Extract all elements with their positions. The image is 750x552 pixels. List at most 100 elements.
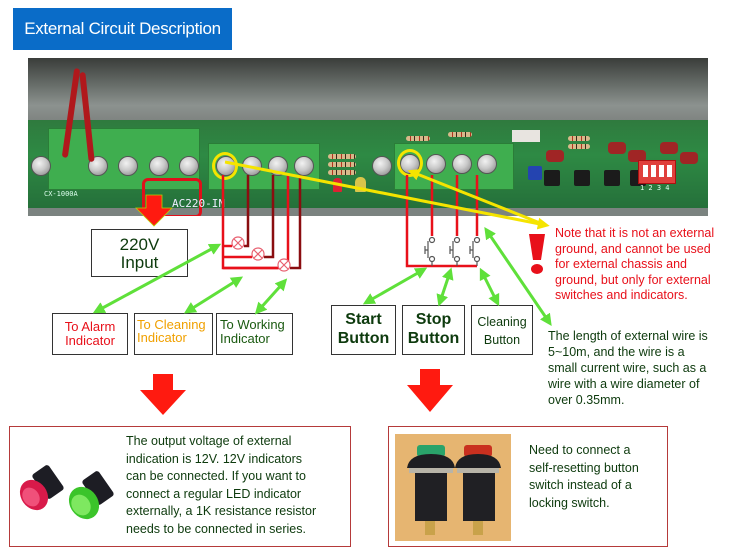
wire-spec-line: over 0.35mm. xyxy=(548,393,625,407)
wire-spec-note: The length of external wire is 5~10m, an… xyxy=(548,328,708,408)
capacitor xyxy=(628,150,646,162)
indicator-info-text: The output voltage of external indicatio… xyxy=(126,433,316,538)
button-info-line: locking switch. xyxy=(529,495,610,510)
terminal-screw xyxy=(242,156,262,176)
indicator-lamps-image xyxy=(19,465,114,520)
indicator-info-line: can be connected. If you want to xyxy=(126,469,306,483)
page-title: External Circuit Description xyxy=(13,8,232,50)
power-input-box: 220V Input xyxy=(91,229,188,277)
green-arrow-start xyxy=(362,267,428,305)
green-push-button xyxy=(407,445,455,535)
indicator-info-line: indication is 12V. 12V indicators xyxy=(126,451,303,466)
resistor xyxy=(328,162,356,167)
mounting-screw xyxy=(31,156,51,176)
cleaning-indicator-label-1: To Cleaning xyxy=(137,317,206,332)
connector-white xyxy=(512,130,540,142)
terminal-screw xyxy=(179,156,199,176)
trimmer-potentiometer xyxy=(528,166,542,180)
start-button-box: Start Button xyxy=(331,305,396,355)
wire-spec-line: small current wire, such as a xyxy=(548,361,707,375)
tact-switch xyxy=(544,170,560,186)
indicator-info-line: needs to be connected in series. xyxy=(126,521,306,536)
indicator-info-line: externally, a 1K resistance resistor xyxy=(126,504,317,518)
terminal-label: AC220-IN xyxy=(172,197,225,210)
cleaning-button-label-2: Button xyxy=(483,333,521,347)
capacitor xyxy=(546,150,564,162)
red-push-button xyxy=(455,445,501,535)
start-button-label-2: Button xyxy=(337,330,390,347)
board-edge xyxy=(28,208,708,216)
working-indicator-label-2: Indicator xyxy=(220,331,270,346)
tact-switch xyxy=(604,170,620,186)
cleaning-indicator-box: To Cleaning Indicator xyxy=(134,313,213,355)
resistor xyxy=(328,154,356,159)
ground-warning-note: Note that it is not an external ground, … xyxy=(555,226,714,304)
dip-switch-numbers: 1 2 3 4 xyxy=(640,184,670,192)
stop-button-label-1: Stop xyxy=(415,311,452,328)
terminal-screw xyxy=(294,156,314,176)
board-model-label: CX-1000A xyxy=(44,190,78,198)
terminal-screw xyxy=(268,156,288,176)
cleaning-button-label-1: Cleaning xyxy=(477,315,527,329)
indicator-info-box: The output voltage of external indicatio… xyxy=(9,426,351,547)
push-switch-symbol-icon xyxy=(424,236,481,263)
ground-warning-line: switches and indicators. xyxy=(555,288,688,302)
common-terminal-ring xyxy=(212,152,238,180)
tact-switch xyxy=(574,170,590,186)
green-arrow-stop xyxy=(436,267,454,307)
green-indicator-lamp xyxy=(68,471,114,520)
terminal-screw xyxy=(452,154,472,174)
green-arrow-cleaning-button xyxy=(479,267,500,307)
capacitor xyxy=(660,142,678,154)
cleaning-indicator-label-2: Indicator xyxy=(137,330,187,345)
capacitor xyxy=(608,142,626,154)
button-info-line: switch instead of a xyxy=(529,478,632,492)
wire-spec-line: 5~10m, and the wire is a xyxy=(548,345,685,359)
red-down-arrow-icon xyxy=(407,369,453,412)
ground-warning-line: ground, but only for external xyxy=(555,272,711,287)
green-arrow-working xyxy=(254,278,288,315)
working-indicator-label-1: To Working xyxy=(220,317,285,332)
wire-spec-line: The length of external wire is xyxy=(548,329,708,343)
led-red xyxy=(333,178,342,192)
terminal-screw xyxy=(118,156,138,176)
indicator-info-line: connect a regular LED indicator xyxy=(126,486,302,501)
cleaning-button-box: Cleaning Button xyxy=(471,305,533,355)
push-buttons-image xyxy=(395,434,511,541)
resistor xyxy=(448,132,472,137)
working-indicator-box: To Working Indicator xyxy=(216,313,293,355)
resistor xyxy=(328,170,356,175)
indicator-info-line: The output voltage of external xyxy=(126,434,292,448)
mounting-screw xyxy=(372,156,392,176)
green-arrow-cleaning xyxy=(183,276,244,314)
resistor xyxy=(406,136,430,141)
dip-switch xyxy=(638,160,676,184)
alarm-indicator-label-2: Indicator xyxy=(65,333,115,348)
led-yellow xyxy=(355,177,366,192)
ground-warning-line: for external chassis and xyxy=(555,257,688,271)
circuit-board-photo: CX-1000A AC220-IN 1 2 3 4 xyxy=(28,58,708,216)
red-down-arrow-icon xyxy=(140,374,186,415)
alarm-indicator-label-1: To Alarm xyxy=(64,319,116,334)
resistor xyxy=(568,144,590,149)
button-info-text: Need to connect a self-resetting button … xyxy=(529,442,639,512)
power-input-label-1: 220V xyxy=(119,235,160,254)
switch-leads xyxy=(431,262,478,266)
power-input-label-2: Input xyxy=(120,253,159,272)
lamp-symbol-icon xyxy=(231,236,291,272)
capacitor xyxy=(680,152,698,164)
common-terminal-ring xyxy=(397,149,423,177)
terminal-screw xyxy=(426,154,446,174)
ground-warning-line: ground, and cannot be used xyxy=(555,241,711,256)
exclamation-icon xyxy=(529,234,545,274)
stop-button-box: Stop Button xyxy=(402,305,465,355)
red-indicator-lamp xyxy=(19,465,64,511)
terminal-screw xyxy=(477,154,497,174)
button-info-line: Need to connect a xyxy=(529,443,631,457)
ground-warning-line: Note that it is not an external xyxy=(555,226,715,240)
resistor xyxy=(568,136,590,141)
start-button-label-1: Start xyxy=(345,311,382,328)
stop-button-label-2: Button xyxy=(407,330,460,347)
terminal-screw xyxy=(149,156,169,176)
button-info-line: self-resetting button xyxy=(529,460,639,475)
